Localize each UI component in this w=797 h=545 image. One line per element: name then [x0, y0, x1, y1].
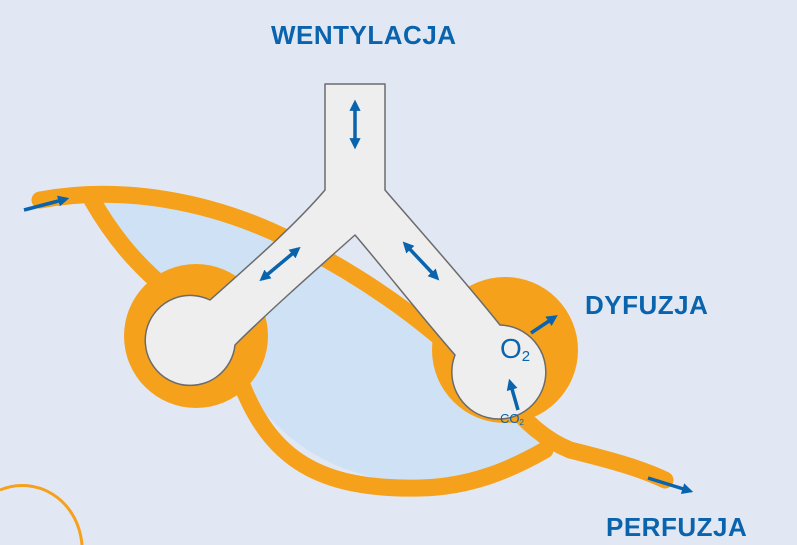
- carbon-dioxide-symbol: CO: [500, 411, 520, 426]
- carbon-dioxide-label: CO2: [500, 411, 524, 427]
- oxygen-symbol: O: [500, 333, 522, 364]
- perfusion-label: PERFUZJA: [606, 512, 747, 543]
- diffusion-label: DYFUZJA: [585, 290, 708, 321]
- corner-circle-fragment: [0, 485, 82, 545]
- oxygen-label: O2: [500, 333, 530, 365]
- ventilation-label: WENTYLACJA: [271, 20, 457, 51]
- carbon-dioxide-subscript: 2: [520, 418, 524, 427]
- oxygen-subscript: 2: [522, 348, 530, 365]
